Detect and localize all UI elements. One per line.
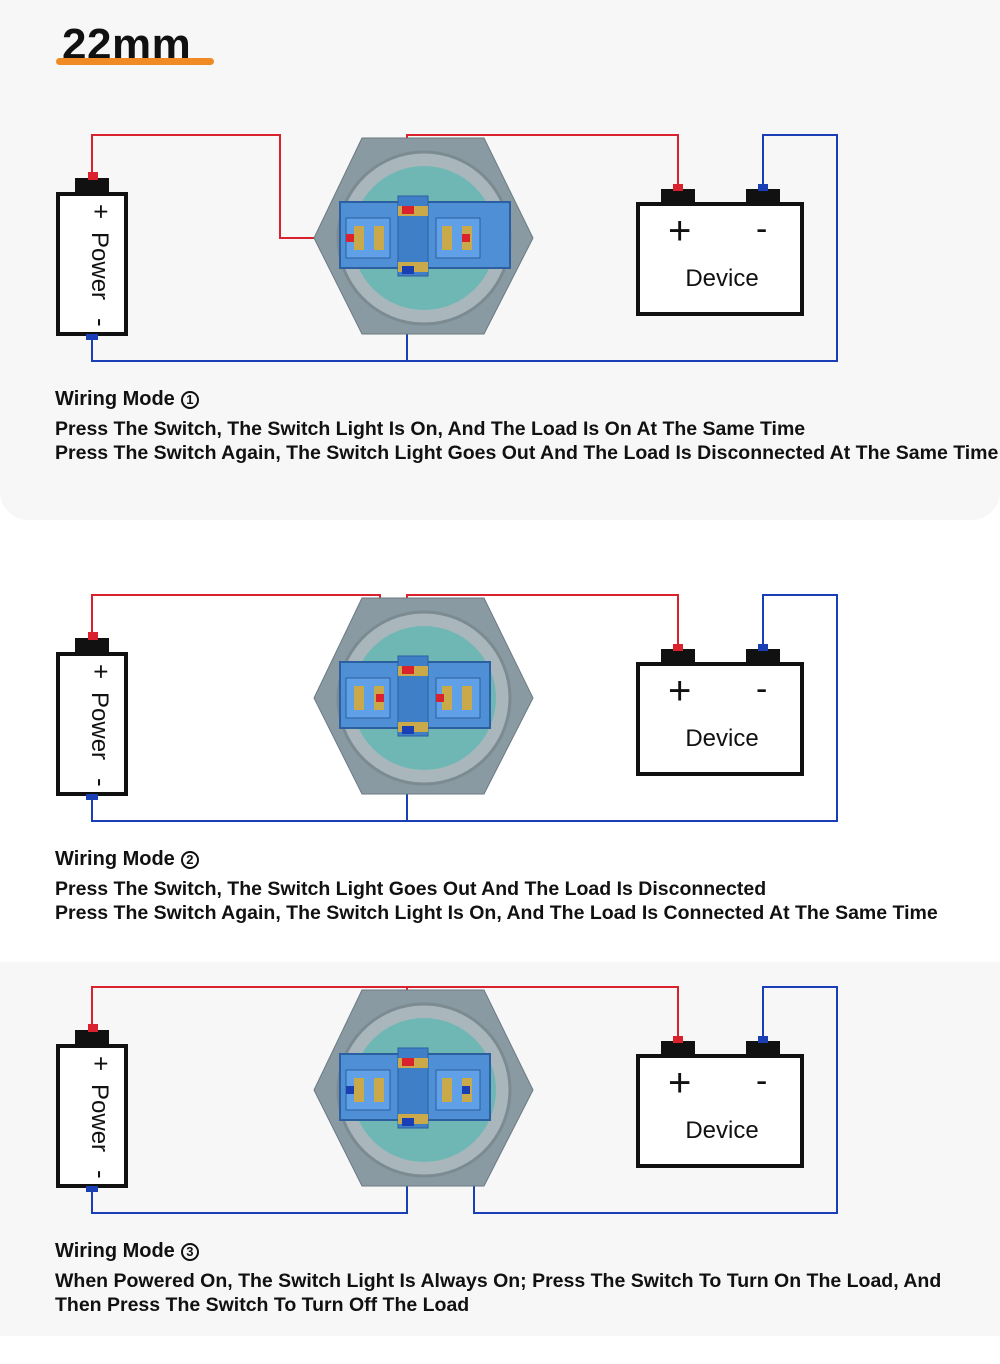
mode-2-line-1: Press The Switch, The Switch Light Goes … [55,878,767,900]
device-minus-label: - [756,670,767,708]
mode-1-line-1: Press The Switch, The Switch Light Is On… [55,418,806,440]
device-plus-label: + [668,209,691,253]
mode-3-line-1: When Powered On, The Switch Light Is Alw… [55,1270,942,1292]
device-box: + - Device [636,644,804,776]
device-label: Device [685,725,758,752]
wire-power-negative [91,594,838,822]
device-minus-label: - [756,210,767,248]
device-plus-label: + [668,1061,691,1105]
power-label-plus: + [86,1056,116,1071]
switch-body [313,137,534,335]
switch-body [313,597,534,795]
device-label: Device [685,265,758,292]
mode-1-number: 1 [180,390,199,409]
mode-1-line-2: Press The Switch Again, The Switch Light… [55,442,999,464]
power-label: Power [86,232,113,300]
power-label-plus: + [86,664,116,679]
device-plus-label: + [668,669,691,713]
power-battery: + Power - [56,632,128,800]
wire-power-positive [91,134,350,239]
switch-body [313,989,534,1187]
device-label: Device [685,1117,758,1144]
power-label: Power [86,1084,113,1152]
wiring-diagram-mode-3: + Power - + - Device [56,986,838,1214]
wiring-diagram-mode-2: + Power - + - Device [56,594,838,822]
power-label-plus: + [86,204,116,219]
power-battery: + Power - [56,172,128,340]
mode-2-line-2: Press The Switch Again, The Switch Light… [55,902,938,924]
device-minus-label: - [756,1062,767,1100]
power-battery: + Power - [56,1024,128,1192]
device-box: + - Device [636,1036,804,1168]
power-label-minus: - [86,1170,116,1179]
mode-3-number: 3 [180,1242,199,1261]
mode-2-number: 2 [180,850,199,869]
power-label: Power [86,692,113,760]
device-box: + - Device [636,184,804,316]
title-underline [56,58,214,65]
power-label-minus: - [86,318,116,327]
wire-power-negative [91,134,838,362]
power-label-minus: - [86,778,116,787]
wiring-diagram-mode-1: + Power - + - Device [56,134,838,362]
wire-device-positive [407,986,679,1040]
mode-3-line-2: Then Press The Switch To Turn Off The Lo… [55,1294,470,1316]
